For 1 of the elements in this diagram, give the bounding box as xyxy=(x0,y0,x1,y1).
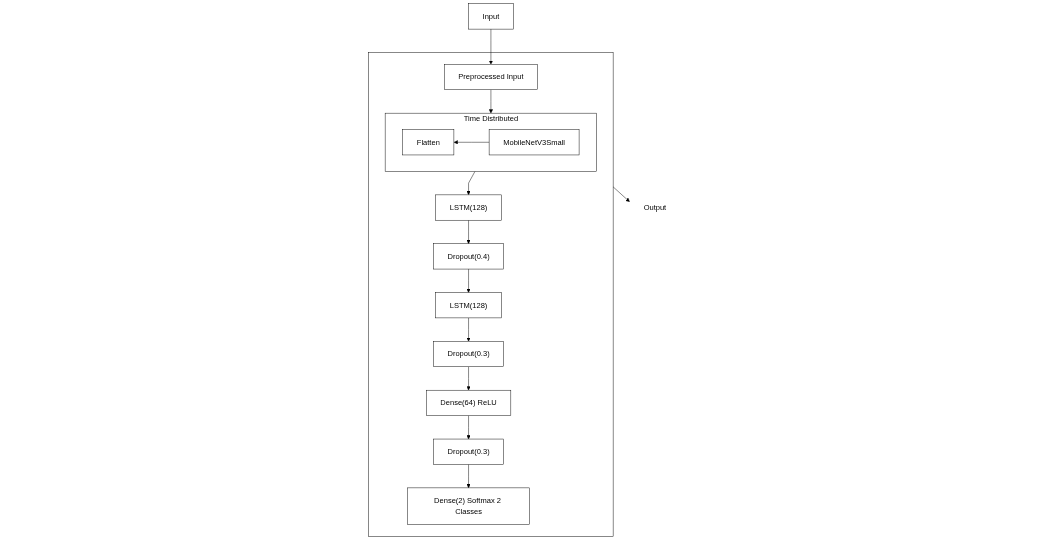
cluster xyxy=(368,52,614,537)
